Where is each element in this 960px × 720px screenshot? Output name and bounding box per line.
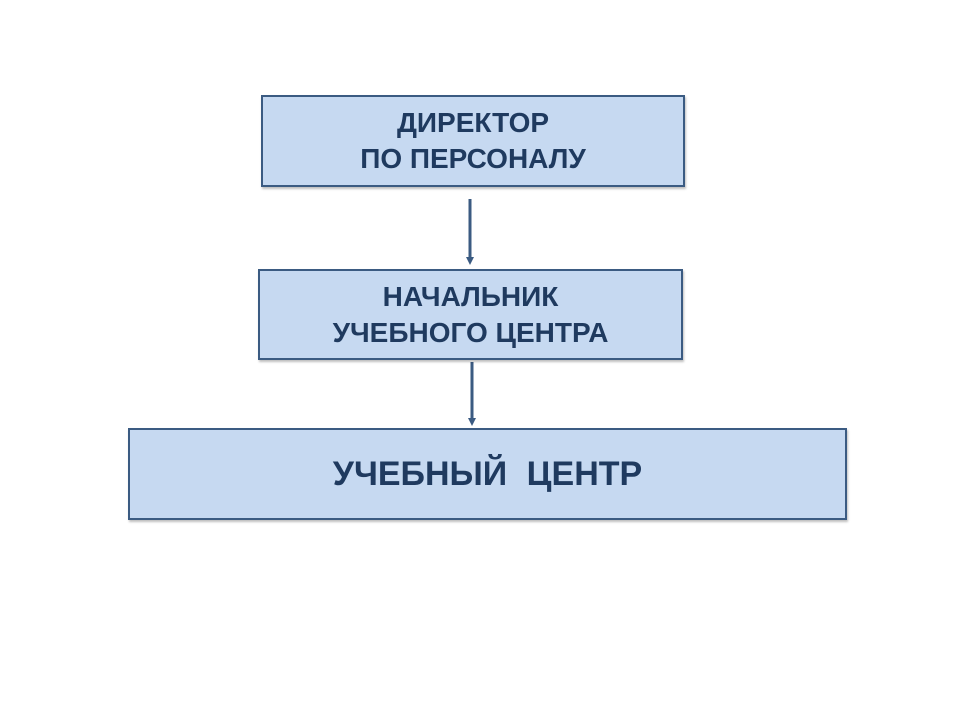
director-node-line-1: ДИРЕКТОР	[396, 107, 550, 138]
training-head-node: НАЧАЛЬНИК УЧЕБНОГО ЦЕНТРА	[258, 269, 683, 360]
training-head-node-line-1: НАЧАЛЬНИК	[382, 280, 559, 312]
director-node: ДИРЕКТОР ПО ПЕРСОНАЛУ	[261, 95, 685, 187]
training-center-node-label: УЧЕБНЫЙ ЦЕНТР	[332, 455, 643, 493]
director-node-line-2: ПО ПЕРСОНАЛУ	[360, 143, 586, 174]
training-head-node-line-2: УЧЕБНОГО ЦЕНТРА	[332, 316, 609, 348]
training-center-node: УЧЕБНЫЙ ЦЕНТР	[128, 428, 847, 520]
